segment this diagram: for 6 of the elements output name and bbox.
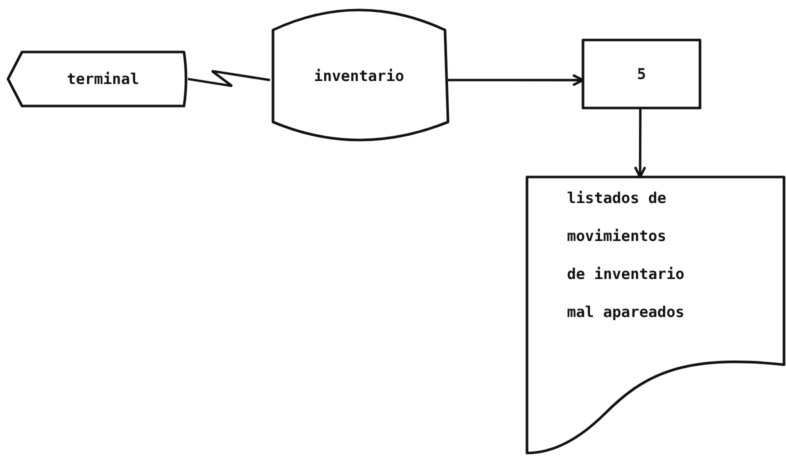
node-label: listados de movimientos de inventario mal apareados <box>567 188 686 323</box>
arrow <box>634 108 646 178</box>
node-label: inventario <box>312 67 406 85</box>
node-label: 5 <box>636 65 648 83</box>
communication-link <box>188 70 270 88</box>
node-label: terminal <box>66 70 140 88</box>
